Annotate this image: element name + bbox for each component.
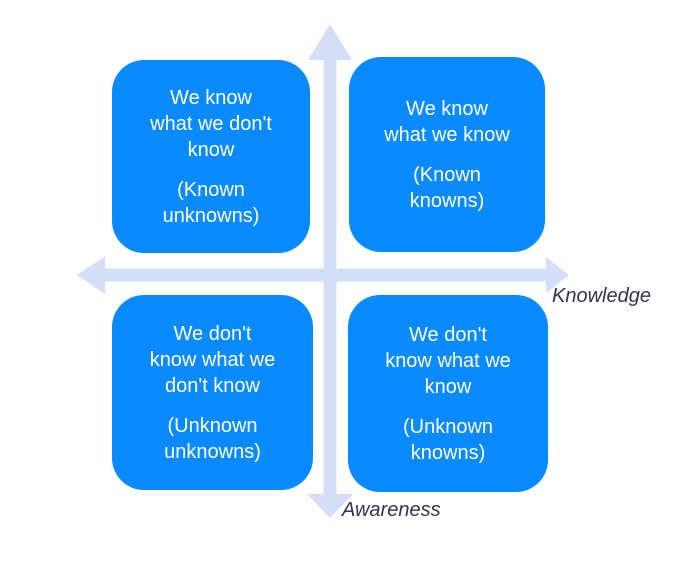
quadrant-unknown-unknowns: We don't know what we don't know (Unknow… — [112, 295, 313, 490]
quadrant-label: (Unknown unknowns) — [164, 414, 261, 463]
quadrant-label: (Known unknowns) — [162, 178, 260, 227]
quadrant-known-unknowns: We know what we don't know (Known unknow… — [112, 60, 310, 253]
arrow-up-icon — [308, 24, 352, 60]
quadrant-statement: We know what we know — [384, 97, 510, 146]
quadrant-label: (Known knowns) — [409, 163, 485, 212]
y-axis-label-awareness: Awareness — [342, 499, 441, 521]
arrow-right-icon — [546, 257, 569, 293]
quadrant-unknown-knowns: We don't know what we know (Unknown know… — [348, 295, 548, 492]
quadrant-label: (Unknown knowns) — [402, 415, 494, 464]
arrow-down-icon — [307, 494, 353, 518]
quadrant-statement: We don't know what we know — [385, 323, 511, 398]
quadrant-statement: We don't know what we don't know — [149, 322, 276, 397]
arrow-left-icon — [77, 256, 105, 294]
quadrant-statement: We know what we don't know — [150, 86, 272, 161]
quadrant-known-knowns: We know what we know (Known knowns) — [349, 57, 545, 252]
x-axis-label-knowledge: Knowledge — [552, 285, 651, 307]
